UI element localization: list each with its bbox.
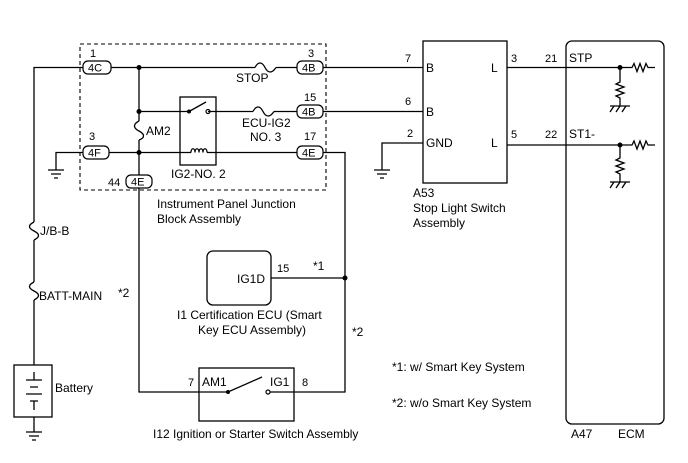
pin-ig1d: 15: [277, 263, 289, 275]
pin-b-6: 6: [405, 96, 411, 108]
fuse-am2: [133, 120, 145, 141]
pin-ecm-21: 21: [545, 53, 557, 65]
connector-4c-label: 4C: [88, 63, 102, 75]
connector-4e-bottom-label: 4E: [131, 177, 144, 189]
fuse-am2-label: AM2: [146, 124, 171, 138]
terminal-l2: L: [491, 136, 498, 150]
ecm-stp-pullup: [620, 61, 655, 74]
wire-ig1-4e: [294, 151, 346, 393]
wire-4f-ground: [55, 151, 83, 170]
terminal-b1: B: [426, 61, 434, 75]
terminal-ig1d: IG1D: [237, 272, 265, 286]
fuse-stop: [254, 62, 277, 73]
pin-4b-top: 3: [308, 48, 314, 60]
terminal-stp: STP: [569, 51, 592, 65]
terminal-am1: AM1: [202, 375, 227, 389]
ecm-st1-ground: [609, 181, 630, 189]
ignition-switch-name: I12 Ignition or Starter Switch Assembly: [153, 427, 358, 441]
note-1: *1: w/ Smart Key System: [392, 360, 525, 374]
ecm-code: A47: [571, 427, 593, 441]
note-mark2-left: *2: [118, 286, 130, 300]
battery-label: Battery: [55, 381, 93, 395]
wire-battery-4c: [33, 66, 83, 365]
stop-switch-name2: Assembly: [413, 216, 465, 230]
pin-l-5: 5: [511, 129, 517, 141]
terminal-b2: B: [426, 105, 434, 119]
pin-4b-mid: 15: [304, 92, 316, 104]
fuse-jb-label: J/B-B: [40, 224, 69, 238]
ground-4f: [48, 169, 64, 179]
relay-coil: [190, 148, 208, 153]
ecm-st1-pulldown: [614, 145, 626, 182]
stop-switch-box: [422, 40, 508, 184]
fuse-ecu-ig2: [252, 106, 275, 117]
wire-4e-am1: [138, 188, 199, 393]
pin-ig1: 8: [302, 377, 308, 389]
ignition-contact-point: [265, 389, 271, 395]
pin-am1: 7: [188, 377, 194, 389]
junction-block-outline: [79, 43, 327, 191]
connector-4e-right-label: 4E: [302, 148, 315, 160]
ground-battery: [26, 431, 42, 441]
pin-l-3: 3: [511, 53, 517, 65]
ecm-box: [565, 40, 665, 425]
pin-b-7: 7: [405, 53, 411, 65]
ground-gnd: [374, 169, 390, 179]
junction-block-name1: Instrument Panel Junction: [157, 197, 296, 211]
fuse-ecu-ig2-label1: ECU-IG2: [242, 116, 291, 130]
pin-ecm-22: 22: [545, 129, 557, 141]
battery-box: [13, 364, 53, 418]
pin-4e-right: 17: [304, 131, 316, 143]
terminal-st1: ST1-: [569, 127, 595, 141]
terminal-gnd: GND: [426, 136, 453, 150]
fuse-stop-label: STOP: [236, 71, 268, 85]
battery-cells: [26, 372, 42, 410]
certification-ecu-name2: Key ECU Assembly): [198, 323, 306, 337]
wire-gnd: [381, 142, 423, 170]
ignition-switch-box: [198, 367, 295, 422]
ignition-contact-pivot: [226, 390, 230, 394]
stop-switch-name1: Stop Light Switch: [413, 201, 506, 215]
connector-4f-label: 4F: [88, 148, 101, 160]
fuse-batt-main-label: BATT-MAIN: [39, 289, 102, 303]
relay-label: IG2-NO. 2: [171, 167, 226, 181]
junction-block-name2: Block Assembly: [157, 212, 241, 226]
note-mark1: *1: [313, 259, 325, 273]
ecm-st1-pullup: [620, 139, 655, 151]
ecm-stp-pulldown: [614, 67, 626, 106]
terminal-ig1: IG1: [270, 375, 290, 389]
fuse-jb: [28, 221, 40, 241]
relay-ig2-no2: [179, 96, 217, 166]
note-2: *2: w/o Smart Key System: [392, 396, 531, 410]
pin-gnd-2: 2: [407, 128, 413, 140]
ecm-name: ECM: [618, 427, 645, 441]
stop-switch-code: A53: [413, 186, 435, 200]
pin-4e-bottom: 44: [108, 177, 120, 189]
certification-ecu-name1: I1 Certification ECU (Smart: [177, 308, 322, 322]
terminal-l1: L: [491, 61, 498, 75]
relay-contact: [188, 101, 207, 113]
fuse-batt-main: [28, 281, 40, 301]
connector-4b-mid-label: 4B: [302, 107, 315, 119]
pin-4c: 1: [90, 48, 96, 60]
pin-4f: 3: [89, 131, 95, 143]
ecm-stp-ground: [609, 105, 630, 113]
fuse-ecu-ig2-label2: NO. 3: [250, 130, 282, 144]
connector-4b-top-label: 4B: [302, 63, 315, 75]
note-mark2-right: *2: [352, 325, 364, 339]
